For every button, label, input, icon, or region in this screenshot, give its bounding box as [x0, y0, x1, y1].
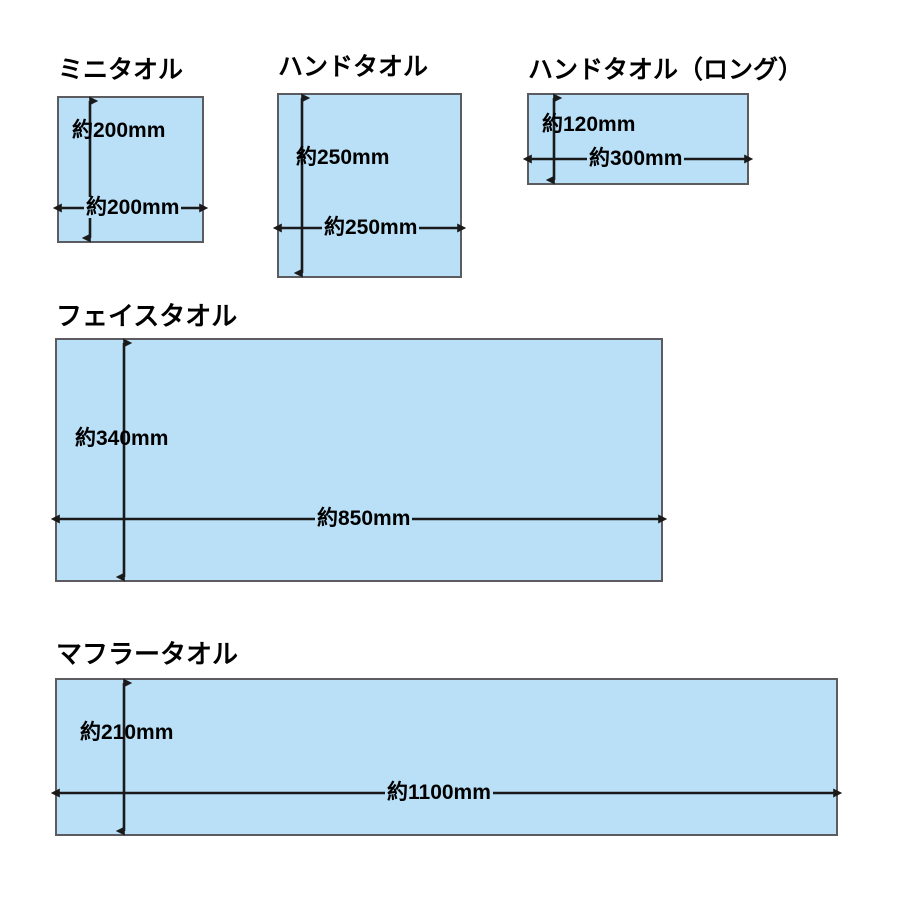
towel-title-muffler-towel: マフラータオル [56, 639, 239, 669]
width-label-mini-towel: 約200mm [84, 196, 182, 219]
height-label-mini-towel: 約200mm [72, 119, 166, 142]
towel-rect-mini-towel [57, 96, 204, 243]
towel-rect-muffler-towel [55, 678, 838, 836]
width-label-face-towel: 約850mm [315, 507, 413, 530]
towel-title-hand-towel-long: ハンドタオル（ロング） [528, 56, 804, 84]
height-label-hand-towel-long: 約120mm [542, 113, 636, 136]
height-label-face-towel: 約340mm [75, 427, 169, 450]
height-label-hand-towel: 約250mm [296, 146, 390, 169]
towel-title-mini-towel: ミニタオル [58, 56, 184, 84]
width-label-hand-towel: 約250mm [322, 216, 420, 239]
towel-rect-hand-towel-long [527, 93, 749, 185]
towel-title-hand-towel: ハンドタオル [278, 53, 429, 81]
towel-title-face-towel: フェイスタオル [56, 301, 238, 331]
height-label-muffler-towel: 約210mm [80, 721, 174, 744]
width-label-hand-towel-long: 約300mm [587, 147, 685, 170]
width-label-muffler-towel: 約1100mm [385, 781, 493, 804]
towel-rect-face-towel [55, 338, 663, 582]
